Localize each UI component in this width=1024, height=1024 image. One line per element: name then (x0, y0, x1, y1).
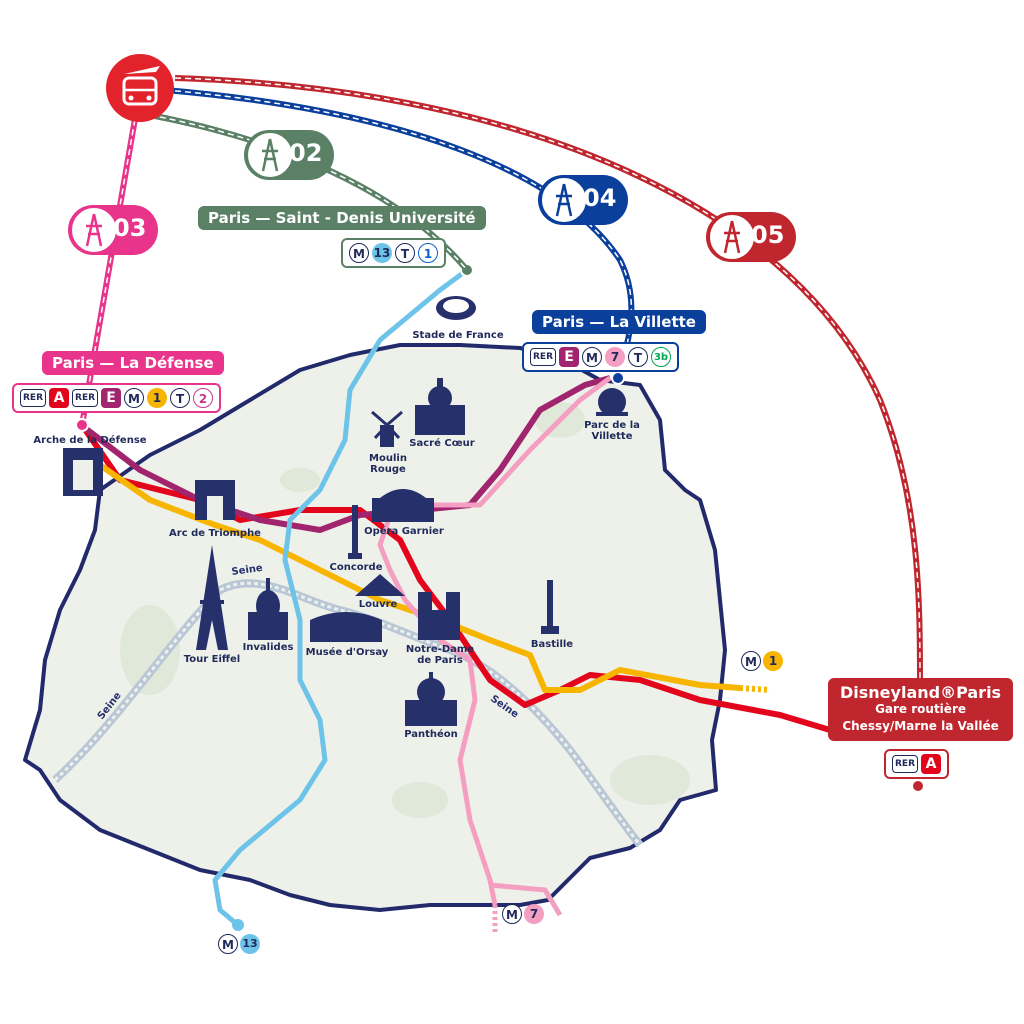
parc-villette-icon (596, 388, 628, 416)
label-tour-eiffel: Tour Eiffel (183, 654, 241, 665)
tram-2-badge: 2 (193, 388, 214, 408)
musee-orsay-icon (310, 612, 382, 642)
metro-1-badge: 1 (763, 651, 783, 671)
label-moulin-rouge-2: Rouge (370, 464, 406, 475)
tram-icon: T (628, 347, 649, 367)
station-villette-lines: RER E M 7 T 3b (522, 342, 680, 372)
rer-icon: RER (530, 348, 557, 366)
label-moulin-rouge-1: Moulin (369, 453, 407, 464)
metro-1-line (98, 462, 741, 693)
label-concorde: Concorde (329, 562, 383, 573)
label-parc-villette-2: Villette (591, 431, 633, 442)
eiffel-tower-icon (196, 545, 228, 650)
station-saint-denis-lines: M 13 T 1 (341, 238, 446, 268)
bastille-icon (541, 580, 559, 634)
label-arche-defense: Arche de la Défense (33, 435, 147, 446)
route-02-badge[interactable] (244, 130, 334, 180)
label-notre-dame-1: Notre-Dame (405, 644, 475, 655)
route-03-number: 03 (113, 214, 147, 242)
seine-label-1: Seine (231, 563, 264, 578)
route-05-badge[interactable] (706, 212, 796, 262)
stade-de-france-icon (436, 296, 476, 320)
rer-e-badge: E (101, 388, 122, 408)
louvre-icon (355, 574, 405, 596)
station-disneyland-title[interactable]: Disneyland®Paris Gare routière Chessy/Ma… (828, 678, 1014, 741)
arche-defense-icon (63, 448, 103, 496)
station-disneyland-name: Disneyland®Paris (840, 683, 1002, 702)
label-sacre-coeur: Sacré Cœur (409, 438, 475, 449)
metro-7-line (377, 375, 612, 906)
rer-a-badge: A (921, 754, 942, 774)
sacre-coeur-icon (415, 378, 465, 435)
station-saint-denis-title[interactable]: Paris — Saint - Denis Université (198, 206, 486, 230)
rer-a-badge: A (49, 388, 70, 408)
moulin-rouge-icon (371, 410, 403, 447)
station-defense-lines: RER A RER E M 1 T 2 (12, 383, 222, 413)
label-arc-triomphe: Arc de Triomphe (169, 528, 261, 539)
station-defense-title[interactable]: Paris — La Défense (42, 351, 224, 375)
arc-triomphe-icon (195, 480, 235, 520)
rer-icon: RER (72, 389, 99, 407)
pantheon-icon (405, 672, 457, 726)
label-musee-orsay: Musée d'Orsay (305, 647, 389, 658)
metro-13-badge: 13 (240, 934, 260, 954)
station-disneyland-lines: RER A (884, 749, 950, 779)
metro-13-badge: 13 (372, 243, 392, 263)
metro-icon: M (582, 347, 603, 367)
coach-hub-icon (106, 54, 174, 122)
label-parc-villette-1: Parc de la (584, 420, 640, 431)
notre-dame-icon (418, 592, 460, 640)
station-disneyland-sub1: Gare routière (875, 702, 966, 716)
tram-icon: T (395, 243, 415, 263)
concorde-icon (348, 505, 362, 559)
metro-13-end: M 13 (218, 934, 260, 954)
metro-13-line (212, 267, 469, 927)
opera-garnier-icon (372, 489, 434, 522)
tram-1-badge: 1 (418, 243, 438, 263)
tram-3b-badge: 3b (651, 347, 672, 367)
station-villette-title[interactable]: Paris — La Villette (532, 310, 706, 334)
invalides-icon (248, 578, 288, 640)
station-disneyland-sub2: Chessy/Marne la Vallée (842, 719, 999, 733)
metro-icon: M (349, 243, 369, 263)
label-stade-de-france: Stade de France (412, 330, 504, 341)
label-invalides: Invalides (242, 642, 294, 653)
tram-icon: T (170, 388, 191, 408)
route-04-badge[interactable] (538, 175, 628, 225)
rer-icon: RER (20, 389, 47, 407)
label-louvre: Louvre (358, 599, 398, 610)
route-02-number: 02 (289, 139, 323, 167)
label-opera-garnier: Opéra Garnier (364, 526, 444, 537)
route-05-number: 05 (751, 221, 785, 249)
label-notre-dame-2: de Paris (417, 655, 463, 666)
route-03-badge[interactable] (68, 205, 158, 255)
metro-icon: M (741, 651, 761, 671)
metro-1-badge: 1 (147, 388, 168, 408)
rer-icon: RER (892, 755, 919, 773)
metro-icon: M (502, 904, 522, 924)
label-bastille: Bastille (530, 639, 574, 650)
label-pantheon: Panthéon (404, 729, 458, 740)
metro-7-end: M 7 (502, 904, 544, 924)
route-04-number: 04 (583, 184, 617, 212)
metro-icon: M (218, 934, 238, 954)
metro-7-badge: 7 (605, 347, 626, 367)
metro-1-end: M 1 (741, 651, 783, 671)
metro-7-badge: 7 (524, 904, 544, 924)
metro-icon: M (124, 388, 145, 408)
rer-e-badge: E (559, 347, 580, 367)
